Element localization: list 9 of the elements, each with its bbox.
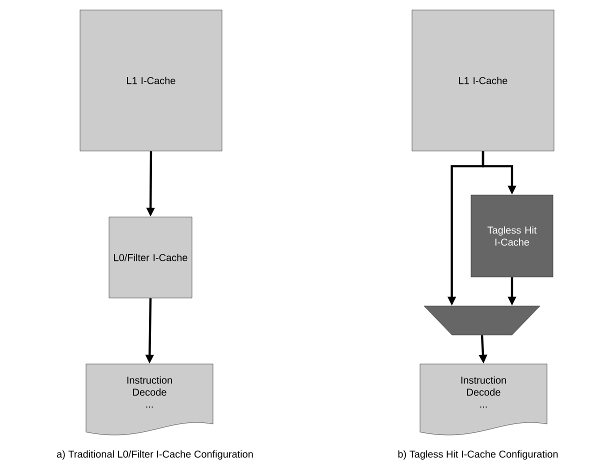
cache-box: L1 I-Cache bbox=[80, 10, 222, 152]
document-box: Instruction Decode ... bbox=[420, 364, 548, 436]
caption: a) Traditional L0/Filter I-Cache Configuration bbox=[56, 450, 253, 460]
document-box: Instruction Decode ... bbox=[86, 364, 214, 436]
caption: b) Tagless Hit I-Cache Configuration bbox=[398, 450, 558, 460]
cache-box: L0/Filter I-Cache bbox=[108, 216, 192, 298]
multiplexer-trapezoid bbox=[424, 306, 540, 336]
cache-box: Tagless Hit I-Cache bbox=[470, 194, 554, 278]
cache-box: L1 I-Cache bbox=[412, 10, 554, 152]
